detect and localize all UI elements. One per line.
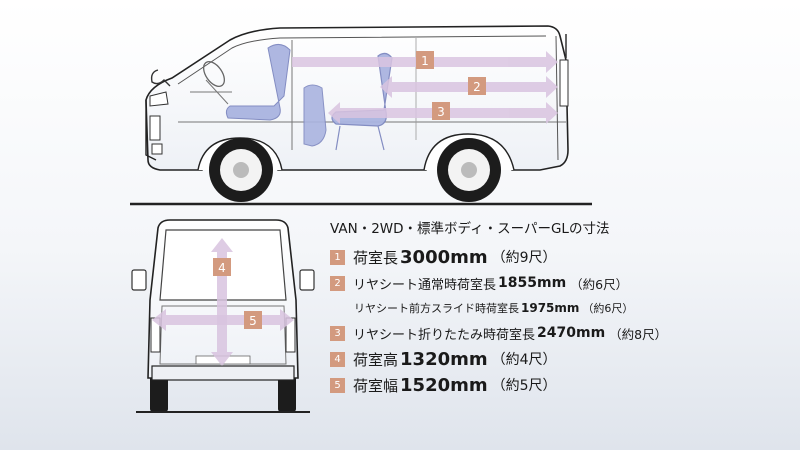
spec-note: （約5尺） [491, 378, 557, 394]
spec-value: 1320mm [400, 348, 488, 370]
rear-view-van: 4 5 [131, 219, 315, 413]
spec-label: リヤシート通常時荷室長 [353, 277, 497, 293]
spec-row-cargo-length: 1 荷室長 3000mm （約9尺） [330, 244, 770, 270]
number-badge: 5 [330, 377, 345, 393]
spec-value: 1855mm [498, 275, 567, 291]
arrow-5-cargo-width [152, 309, 294, 331]
number-badge: 2 [330, 275, 345, 291]
spec-value: 2470mm [537, 325, 606, 341]
side-view-van: 1 2 3 [130, 25, 592, 206]
side-tag-1: 1 [416, 51, 434, 69]
spec-row-rear-seat-folded: 3 リヤシート折りたたみ時荷室長 2470mm （約8尺） [330, 320, 770, 346]
spec-row-rear-seat-slide: リヤシート前方スライド時荷室長 1975mm （約6尺） [330, 296, 770, 320]
spec-note: （約6尺） [582, 302, 634, 315]
side-rear-wheel [423, 133, 515, 202]
spec-label: 荷室長 [353, 248, 399, 267]
rear-tag-5: 5 [244, 311, 262, 329]
spec-value: 1520mm [400, 374, 488, 396]
spec-label: 荷室高 [353, 350, 399, 369]
side-tag-2: 2 [468, 77, 486, 95]
spec-label: 荷室幅 [353, 376, 399, 395]
arrow-4-cargo-height [211, 238, 233, 366]
spec-note: （約8尺） [609, 326, 668, 342]
spec-row-cargo-height: 4 荷室高 1320mm （約4尺） [330, 346, 770, 372]
svg-text:5: 5 [249, 314, 257, 328]
spec-title: VAN・2WD・標準ボディ・スーパーGLの寸法 [330, 221, 610, 237]
spec-row-rear-seat-normal: 2 リヤシート通常時荷室長 1855mm （約6尺） [330, 270, 770, 296]
spec-note: （約9尺） [491, 250, 557, 266]
number-badge: 1 [330, 249, 345, 265]
rear-right-mirror [299, 269, 315, 291]
spec-note: （約6尺） [570, 276, 629, 292]
rear-left-mirror [131, 269, 147, 291]
svg-text:1: 1 [421, 54, 429, 68]
driver-seat [225, 44, 291, 121]
rear-tag-4: 4 [213, 258, 231, 276]
svg-text:2: 2 [473, 80, 481, 94]
number-badge: 3 [330, 325, 345, 341]
number-badge: 4 [330, 351, 345, 367]
spec-list: VAN・2WD・標準ボディ・スーパーGLの寸法 1 荷室長 3000mm （約9… [330, 218, 770, 398]
side-tag-3: 3 [432, 102, 450, 120]
side-front-wheel [197, 137, 283, 202]
rear-seat [331, 52, 393, 151]
rear-seat-folded [303, 84, 327, 147]
spec-row-cargo-width: 5 荷室幅 1520mm （約5尺） [330, 372, 770, 398]
spec-label: リヤシート折りたたみ時荷室長 [353, 327, 536, 343]
spec-note: （約4尺） [491, 352, 557, 368]
svg-text:4: 4 [218, 261, 226, 275]
spec-value: 1975mm [521, 301, 580, 315]
svg-text:3: 3 [437, 105, 445, 119]
spec-value: 3000mm [400, 246, 488, 268]
spec-label: リヤシート前方スライド時荷室長 [354, 302, 519, 315]
